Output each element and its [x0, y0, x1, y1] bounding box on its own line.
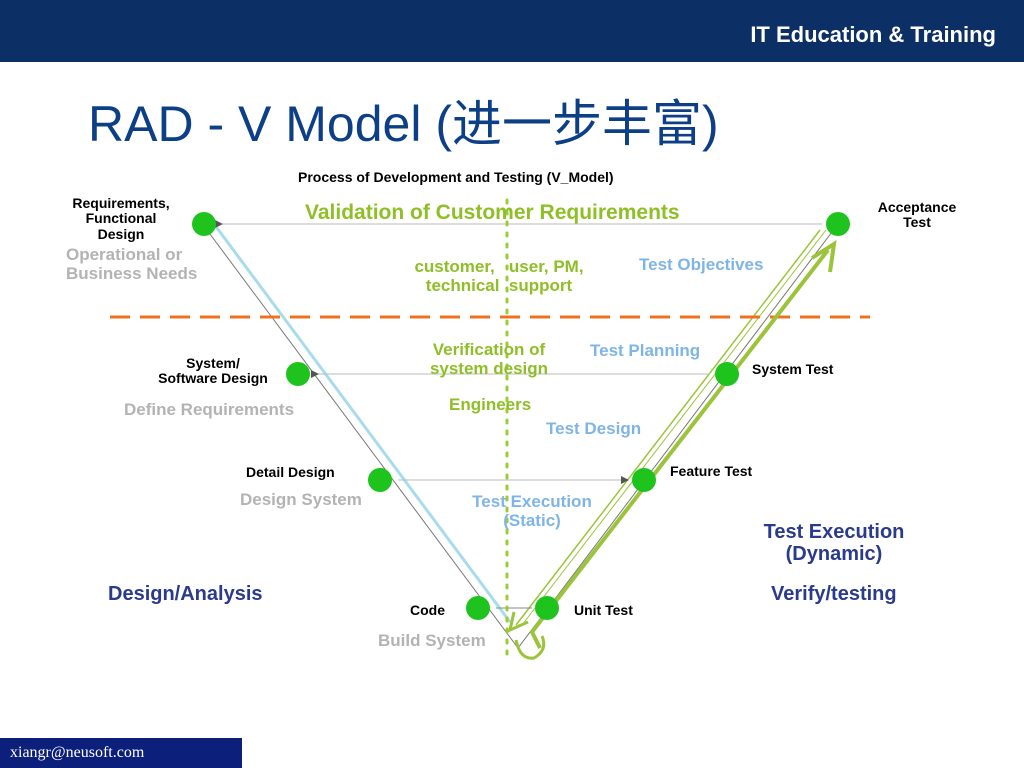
node-system-design	[286, 362, 310, 386]
label-test-execution-static: Test Execution (Static)	[462, 492, 602, 530]
label-test-planning: Test Planning	[590, 341, 701, 360]
label-requirements-line-1: Requirements,	[72, 195, 170, 211]
label-verify-testing: Verify/testing	[771, 583, 897, 605]
label-acceptance-line-2: Test	[903, 214, 931, 231]
label-test-objectives: Test Objectives	[639, 255, 764, 274]
label-verification-line-2: system design	[429, 358, 549, 378]
label-system-design-line-1: System/	[186, 355, 240, 371]
diagram-caption: Process of Development and Testing (V_Mo…	[298, 169, 614, 185]
node-detail-design	[368, 468, 392, 492]
node-requirements	[192, 212, 216, 236]
label-define-requirements: Define Requirements	[124, 400, 295, 419]
label-validation: Validation of Customer Requirements	[305, 201, 680, 224]
node-system-test	[715, 362, 739, 386]
bottom-curve-arrow	[514, 635, 546, 660]
label-system-design: System/ Software Design	[140, 355, 286, 387]
node-acceptance-test	[826, 212, 850, 236]
v-left-outer-line	[203, 225, 519, 649]
label-requirements-line-2: Functional	[85, 210, 157, 227]
dynamic-arrow-head	[810, 239, 837, 273]
node-unit-test	[535, 596, 559, 620]
label-acceptance-line-1: Acceptance	[877, 199, 957, 215]
footer-email: xiangr@neusoft.com	[10, 744, 145, 761]
label-stakeholders: customer, user, PM, technical support	[396, 257, 602, 295]
label-static-line-1: Test Execution	[472, 492, 592, 511]
footer-bar: xiangr@neusoft.com	[0, 738, 242, 768]
label-test-design: Test Design	[546, 419, 642, 438]
label-dynamic-line-1: Test Execution	[763, 521, 905, 543]
label-dynamic-line-2: (Dynamic)	[785, 543, 883, 565]
page-title: RAD - V Model (进一步丰富)	[88, 96, 719, 152]
node-code	[466, 596, 490, 620]
label-stakeholders-line-1: customer, user, PM,	[414, 257, 584, 276]
label-engineers: Engineers	[449, 395, 532, 414]
label-operational-needs: Operational or Business Needs	[66, 245, 198, 283]
label-test-execution-dynamic: Test Execution (Dynamic)	[752, 521, 916, 565]
label-build-system: Build System	[378, 631, 486, 650]
org-name: IT Education & Training	[750, 22, 996, 47]
label-requirements-line-3: Design	[97, 225, 145, 242]
label-requirements: Requirements, Functional Design	[56, 195, 186, 242]
label-system-test: System Test	[752, 361, 834, 377]
label-stakeholders-line-2: technical support	[425, 275, 573, 295]
label-design-analysis: Design/Analysis	[108, 583, 263, 605]
label-operational-line-2: Business Needs	[66, 263, 198, 283]
label-verification-line-1: Verification of	[432, 340, 546, 359]
label-detail-design: Detail Design	[246, 464, 335, 480]
v-right-green-line	[515, 229, 821, 626]
label-verification: Verification of system design	[416, 340, 562, 378]
v-right-outer-line	[517, 223, 839, 649]
node-feature-test	[632, 468, 656, 492]
header-bar: IT Education & Training	[0, 0, 1024, 62]
label-design-system: Design System	[240, 490, 362, 509]
label-code: Code	[410, 602, 445, 618]
left-arrow-head	[507, 611, 529, 633]
label-unit-test: Unit Test	[574, 602, 633, 618]
label-acceptance-test: Acceptance Test	[862, 199, 972, 231]
label-static-line-2: (Static)	[503, 510, 561, 530]
label-feature-test: Feature Test	[670, 463, 753, 479]
label-operational-line-1: Operational or	[66, 245, 183, 264]
v-left-cyan-line	[212, 223, 512, 623]
v-right-green-line-2	[521, 229, 827, 626]
label-system-design-line-2: Software Design	[158, 370, 268, 387]
